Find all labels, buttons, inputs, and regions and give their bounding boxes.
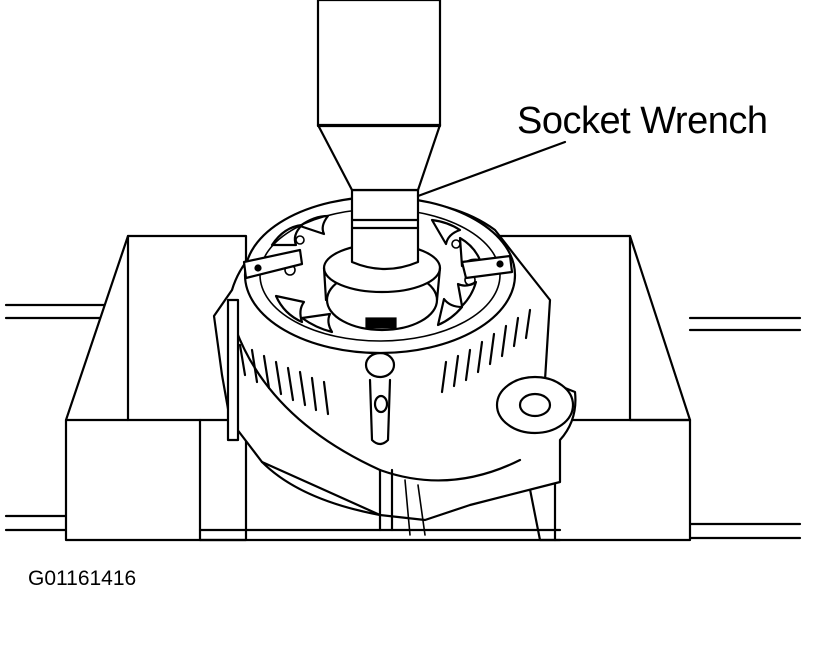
socket-wrench bbox=[316, 0, 442, 271]
support-rails bbox=[4, 303, 802, 540]
left-press-block bbox=[64, 234, 248, 542]
callout-leader-line bbox=[416, 140, 567, 198]
base-plate bbox=[198, 528, 562, 542]
socket-wrench-label: Socket Wrench bbox=[517, 100, 768, 142]
figure-code: G01161416 bbox=[28, 567, 137, 590]
